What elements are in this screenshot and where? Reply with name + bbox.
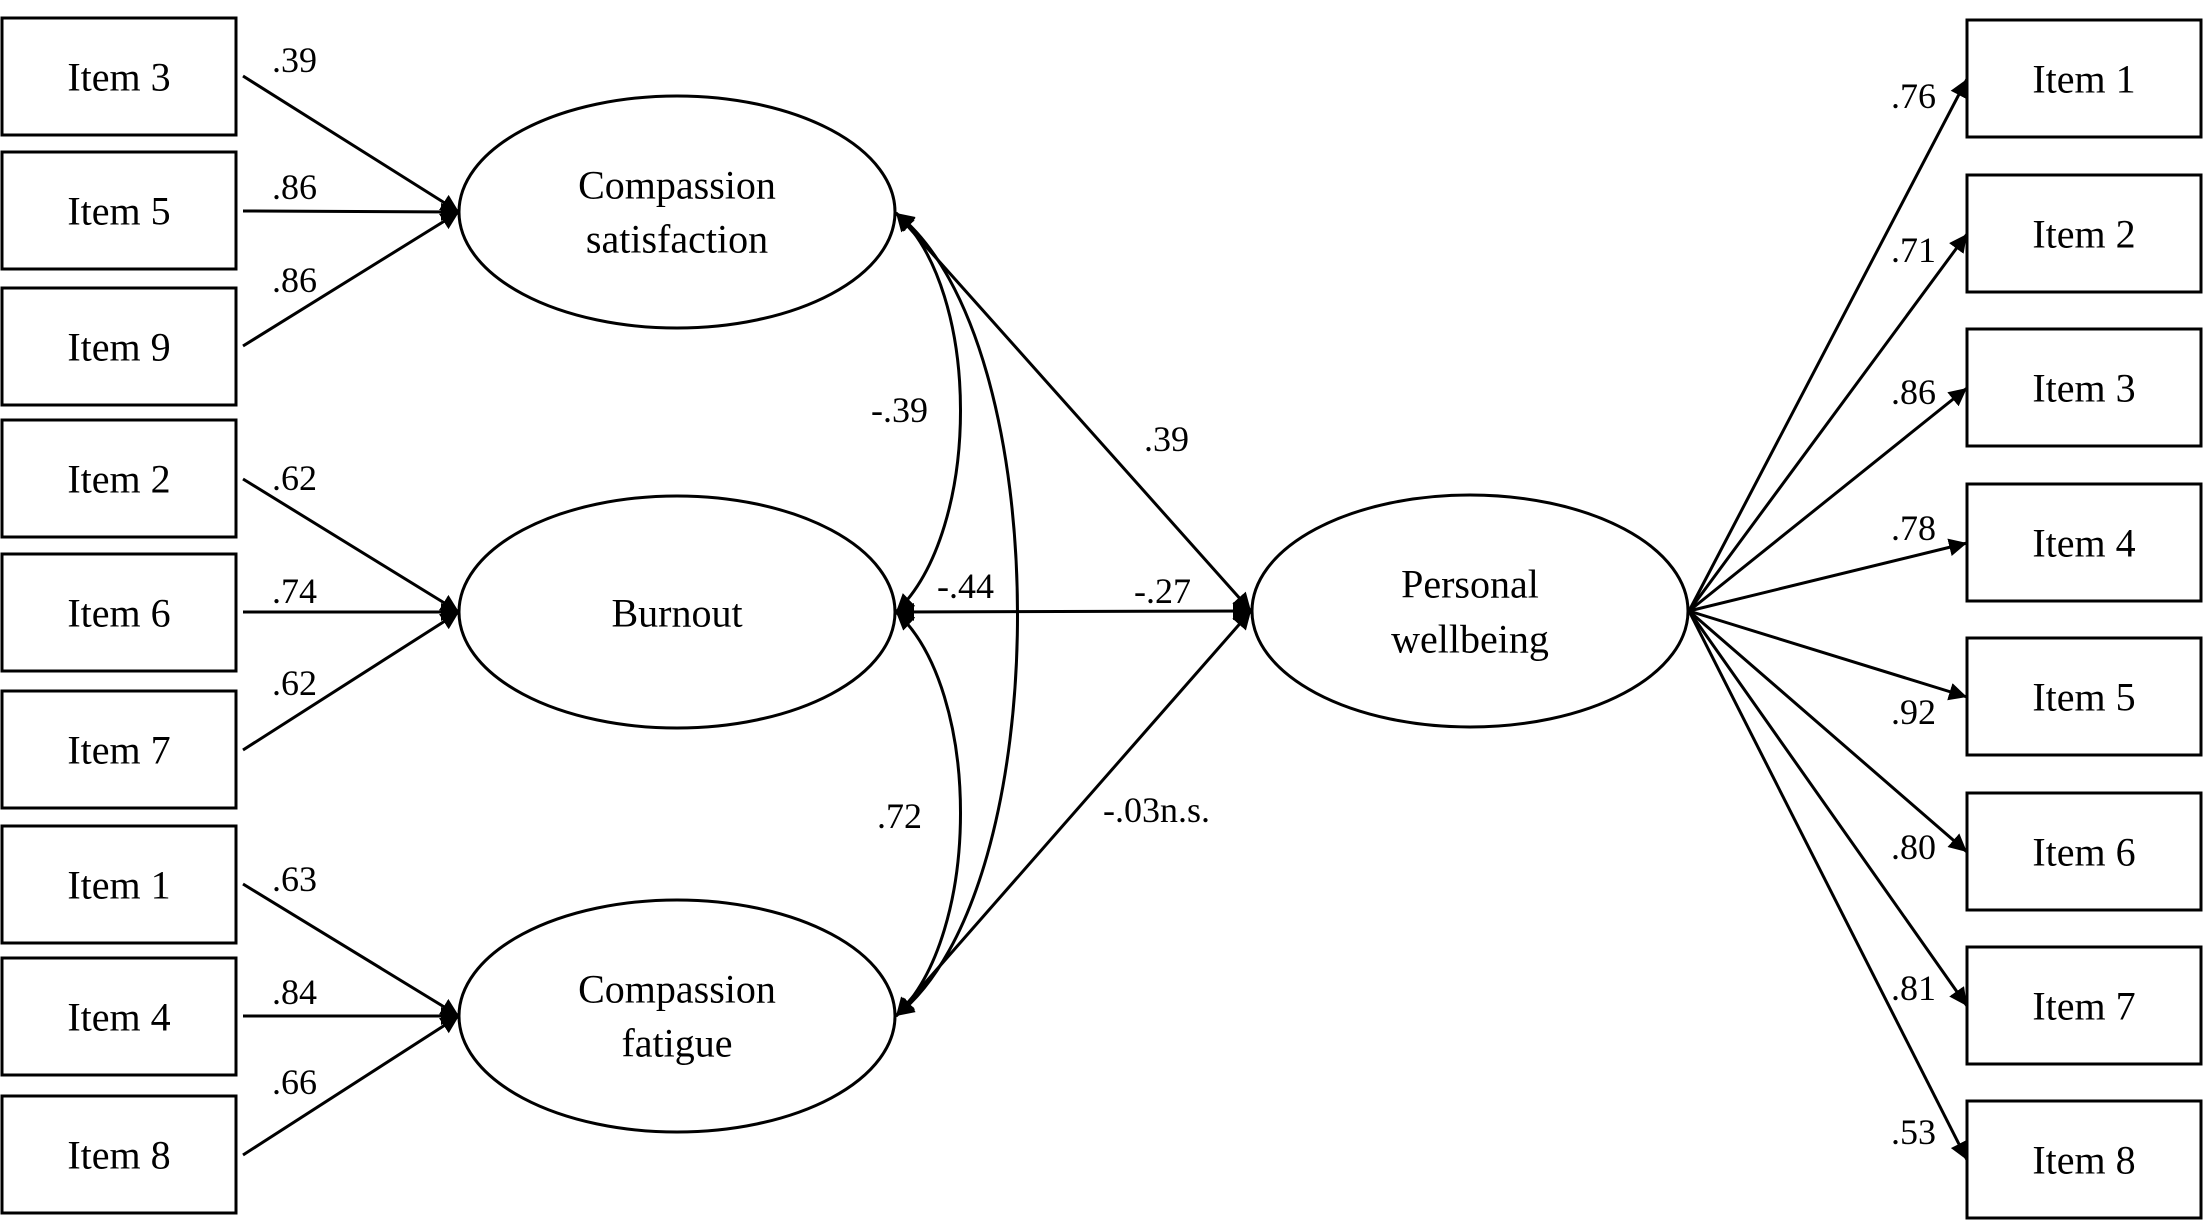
loading-label: .84 xyxy=(272,972,317,1012)
arrow-cf-item8 xyxy=(242,1014,460,1157)
arrow-pw-item8 xyxy=(1687,610,1969,1161)
loading-label: .76 xyxy=(1891,76,1936,116)
latent-label-line-2: satisfaction xyxy=(586,217,768,262)
indicator-box: Item 2 xyxy=(0,418,238,539)
loading-label: .74 xyxy=(272,571,317,611)
latent-burnout: Burnout xyxy=(457,494,897,730)
loading-label: .66 xyxy=(272,1062,317,1102)
path-coefficient-label: -.03n.s. xyxy=(1103,790,1210,830)
latent-compassion-satisfaction: Compassion satisfaction xyxy=(457,94,897,330)
indicator-box: Item 3 xyxy=(1965,327,2203,448)
loading-label: .62 xyxy=(272,458,317,498)
arrow-pw-item3 xyxy=(1688,386,1968,613)
indicator-box: Item 1 xyxy=(0,824,238,945)
path-labels: .39 -.27 -.03n.s. xyxy=(1103,419,1210,830)
arrow-cs-item9 xyxy=(242,210,460,348)
structural-arrows xyxy=(894,212,1253,1017)
indicator-box: Item 1 xyxy=(1965,18,2203,139)
correlation-label: -.44 xyxy=(937,566,994,606)
arrow-bo-item7 xyxy=(242,610,460,752)
loading-label: .63 xyxy=(272,859,317,899)
indicator-label: Item 1 xyxy=(2032,57,2135,102)
loading-label: .86 xyxy=(272,260,317,300)
indicator-label: Item 9 xyxy=(67,325,170,370)
indicator-label: Item 3 xyxy=(2032,366,2135,411)
arrow-pw-item5 xyxy=(1688,609,1968,701)
right-indicators: Item 1 Item 2 Item 3 Item 4 Item 5 Item … xyxy=(1965,18,2203,1220)
loading-label: .86 xyxy=(1891,372,1936,412)
indicator-label: Item 7 xyxy=(67,728,170,773)
arrow-pw-item1 xyxy=(1687,78,1969,612)
arrow-cs-item5 xyxy=(242,202,460,221)
latent-label-line-1: Personal xyxy=(1401,562,1539,607)
indicator-box: Item 3 xyxy=(0,16,238,137)
indicator-box: Item 5 xyxy=(1965,636,2203,757)
loading-labels-right: .76 .71 .86 .78 .92 .80 .81 .53 xyxy=(1891,76,1936,1152)
loading-label: .81 xyxy=(1891,968,1936,1008)
indicator-box: Item 2 xyxy=(1965,173,2203,294)
arrow-cf-pw xyxy=(894,610,1253,1017)
loading-label: .78 xyxy=(1891,508,1936,548)
latent-variables: Compassion satisfaction Burnout Compassi… xyxy=(457,94,1690,1134)
loading-label: .86 xyxy=(272,167,317,207)
indicator-label: Item 8 xyxy=(67,1133,170,1178)
indicator-label: Item 7 xyxy=(2032,984,2135,1029)
indicator-label: Item 4 xyxy=(67,995,170,1040)
path-coefficient-label: .39 xyxy=(1144,419,1189,459)
path-coefficient-label: -.27 xyxy=(1134,571,1191,611)
correlation-labels: -.39 -.44 .72 xyxy=(871,390,994,836)
arrow-cs-pw xyxy=(894,212,1253,612)
indicator-label: Item 6 xyxy=(2032,830,2135,875)
arrow-cs-item3 xyxy=(242,74,460,214)
left-indicators: Item 3 Item 5 Item 9 Item 2 Item 6 Item … xyxy=(0,16,238,1215)
correlation-label: -.39 xyxy=(871,390,928,430)
indicator-label: Item 2 xyxy=(2032,212,2135,257)
latent-label-line-1: Compassion xyxy=(578,967,776,1012)
indicator-label: Item 4 xyxy=(2032,521,2135,566)
indicator-box: Item 8 xyxy=(0,1094,238,1215)
indicator-label: Item 3 xyxy=(67,55,170,100)
curve-cs-cf xyxy=(895,211,1019,1018)
indicator-box: Item 9 xyxy=(0,286,238,407)
arrow-pw-item2 xyxy=(1687,233,1969,612)
indicator-label: Item 6 xyxy=(67,591,170,636)
loading-label: .62 xyxy=(272,663,317,703)
indicator-box: Item 6 xyxy=(0,552,238,673)
indicator-box: Item 7 xyxy=(1965,945,2203,1066)
latent-label-line-2: fatigue xyxy=(621,1021,732,1066)
indicator-label: Item 1 xyxy=(67,863,170,908)
latent-label-line-2: wellbeing xyxy=(1391,617,1549,662)
arrow-bo-pw xyxy=(895,602,1252,621)
arrow-pw-item6 xyxy=(1688,609,1968,854)
loading-label: .92 xyxy=(1891,692,1936,732)
indicator-label: Item 8 xyxy=(2032,1138,2135,1183)
arrow-pw-item4 xyxy=(1688,538,1968,613)
indicator-box: Item 6 xyxy=(1965,791,2203,912)
loading-label: .53 xyxy=(1891,1112,1936,1152)
loading-arrows-left xyxy=(242,74,460,1157)
indicator-box: Item 8 xyxy=(1965,1099,2203,1220)
arrow-pw-item7 xyxy=(1687,610,1969,1007)
latent-compassion-fatigue: Compassion fatigue xyxy=(457,898,897,1134)
correlation-label: .72 xyxy=(877,796,922,836)
indicator-box: Item 4 xyxy=(0,956,238,1077)
latent-label-line-1: Compassion xyxy=(578,163,776,208)
loading-labels-left: .39 .86 .86 .62 .74 .62 .63 .84 .66 xyxy=(272,40,317,1102)
indicator-label: Item 5 xyxy=(2032,675,2135,720)
indicator-label: Item 2 xyxy=(67,457,170,502)
latent-personal-wellbeing: Personal wellbeing xyxy=(1250,493,1690,729)
indicator-box: Item 5 xyxy=(0,150,238,271)
indicator-box: Item 7 xyxy=(0,689,238,810)
loading-label: .80 xyxy=(1891,827,1936,867)
correlation-curves xyxy=(894,211,1019,1018)
latent-label-line-1: Burnout xyxy=(611,591,742,636)
indicator-box: Item 4 xyxy=(1965,482,2203,603)
loading-label: .39 xyxy=(272,40,317,80)
indicator-label: Item 5 xyxy=(67,189,170,234)
arrow-cf-item1 xyxy=(242,882,460,1018)
loading-label: .71 xyxy=(1891,230,1936,270)
arrow-bo-item2 xyxy=(242,477,460,614)
loading-arrows-right xyxy=(1687,78,1969,1161)
